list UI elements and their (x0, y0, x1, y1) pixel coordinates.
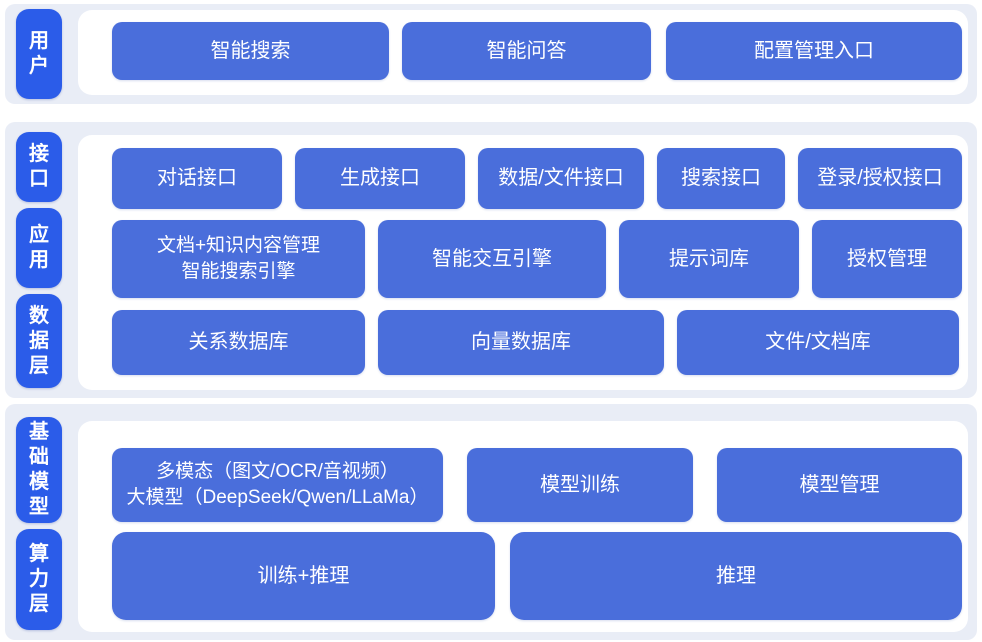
pill-compute-layer-label: 算力层 (28, 543, 49, 615)
layer-band-user: 用户 智能搜索 智能问答 配置管理入口 (5, 4, 977, 104)
application-row: 文档+知识内容管理 智能搜索引擎 智能交互引擎 提示词库 授权管理 (112, 220, 962, 298)
compute-layer-row: 训练+推理 推理 (112, 532, 962, 620)
pill-interface-label: 接口 (28, 143, 49, 190)
block-training-inference: 训练+推理 (112, 532, 495, 620)
block-login-auth-api: 登录/授权接口 (798, 148, 962, 209)
block-data-file-api: 数据/文件接口 (478, 148, 644, 209)
block-multimodal-llm: 多模态（图文/OCR/音视频） 大模型（DeepSeek/Qwen/LLaMa） (112, 448, 443, 522)
block-generation-api: 生成接口 (295, 148, 465, 209)
block-inference-label: 推理 (716, 564, 756, 587)
block-file-doc-library: 文件/文档库 (677, 310, 959, 375)
block-model-training: 模型训练 (467, 448, 693, 522)
pill-foundation-model-label: 基础模型 (28, 421, 49, 518)
block-model-management: 模型管理 (717, 448, 962, 522)
block-smart-qa: 智能问答 (402, 22, 651, 80)
block-config-management-entry: 配置管理入口 (666, 22, 962, 80)
interface-row: 对话接口 生成接口 数据/文件接口 搜索接口 登录/授权接口 (112, 148, 962, 209)
pill-application: 应用 (16, 208, 62, 288)
block-smart-search-label: 智能搜索 (210, 39, 291, 62)
block-search-api-label: 搜索接口 (681, 167, 761, 189)
block-dialogue-api: 对话接口 (112, 148, 282, 209)
block-search-api: 搜索接口 (657, 148, 785, 209)
block-authorization-management-label: 授权管理 (847, 247, 927, 270)
layer-band-bottom: 基础模型 算力层 多模态（图文/OCR/音视频） 大模型（DeepSeek/Qw… (5, 404, 977, 640)
user-row: 智能搜索 智能问答 配置管理入口 (112, 22, 962, 80)
block-intelligent-interaction-engine: 智能交互引擎 (378, 220, 606, 298)
pill-user-label: 用户 (28, 30, 49, 77)
pill-data-layer: 数据层 (16, 294, 62, 388)
block-relational-db: 关系数据库 (112, 310, 365, 375)
block-prompt-library: 提示词库 (619, 220, 799, 298)
bottom-panel: 多模态（图文/OCR/音视频） 大模型（DeepSeek/Qwen/LLaMa）… (78, 421, 968, 632)
block-smart-search: 智能搜索 (112, 22, 389, 80)
block-intelligent-interaction-engine-label: 智能交互引擎 (432, 247, 552, 270)
block-dialogue-api-label: 对话接口 (157, 167, 237, 189)
layer-band-middle: 接口 应用 数据层 对话接口 生成接口 数据/文件接口 搜索接口 (5, 122, 977, 398)
block-generation-api-label: 生成接口 (340, 167, 420, 189)
block-smart-qa-label: 智能问答 (486, 39, 567, 62)
block-doc-knowledge-search-engine: 文档+知识内容管理 智能搜索引擎 (112, 220, 365, 298)
block-relational-db-label: 关系数据库 (188, 331, 289, 353)
block-vector-db: 向量数据库 (378, 310, 664, 375)
foundation-model-row: 多模态（图文/OCR/音视频） 大模型（DeepSeek/Qwen/LLaMa）… (112, 448, 962, 522)
data-layer-row: 关系数据库 向量数据库 文件/文档库 (112, 310, 959, 375)
block-file-doc-library-label: 文件/文档库 (765, 331, 871, 353)
block-model-training-label: 模型训练 (540, 473, 620, 496)
pill-interface: 接口 (16, 132, 62, 202)
pill-user: 用户 (16, 9, 62, 99)
block-login-auth-api-label: 登录/授权接口 (817, 167, 943, 189)
middle-panel: 对话接口 生成接口 数据/文件接口 搜索接口 登录/授权接口 文档+知识内容管理… (78, 135, 968, 390)
pill-compute-layer: 算力层 (16, 529, 62, 630)
user-panel: 智能搜索 智能问答 配置管理入口 (78, 10, 968, 95)
block-authorization-management: 授权管理 (812, 220, 962, 298)
block-data-file-api-label: 数据/文件接口 (498, 167, 624, 189)
pill-data-layer-label: 数据层 (28, 304, 49, 377)
pill-application-label: 应用 (28, 224, 49, 271)
block-vector-db-label: 向量数据库 (471, 331, 571, 353)
block-training-inference-label: 训练+推理 (257, 564, 350, 587)
block-multimodal-llm-label: 多模态（图文/OCR/音视频） 大模型（DeepSeek/Qwen/LLaMa） (126, 461, 429, 508)
block-config-management-entry-label: 配置管理入口 (754, 39, 874, 62)
pill-foundation-model: 基础模型 (16, 417, 62, 523)
block-model-management-label: 模型管理 (799, 473, 880, 496)
block-inference: 推理 (510, 532, 962, 620)
block-doc-knowledge-search-engine-label: 文档+知识内容管理 智能搜索引擎 (156, 235, 321, 282)
block-prompt-library-label: 提示词库 (669, 247, 749, 270)
